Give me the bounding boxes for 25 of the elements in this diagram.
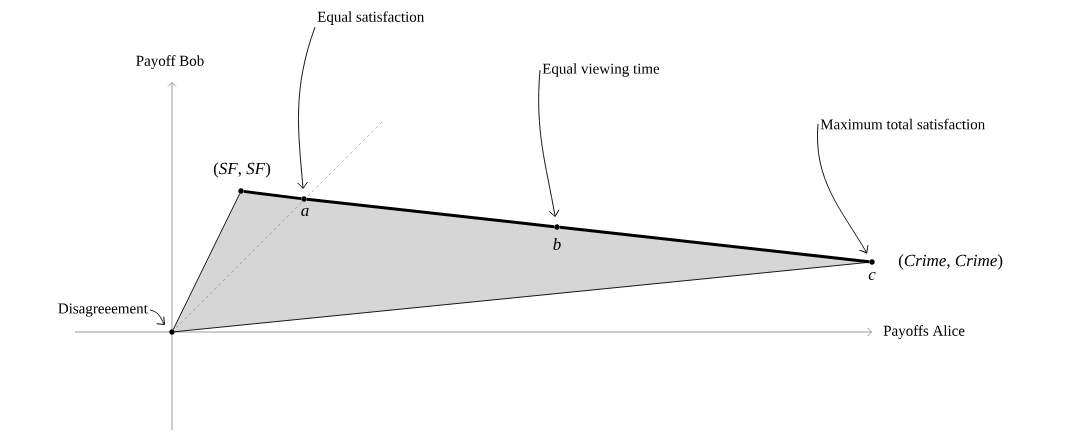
boundary-line — [306, 197, 555, 229]
point-label: (Crime, Crime) — [898, 254, 1003, 270]
point-marker — [554, 224, 560, 230]
leader-arrow — [817, 123, 869, 254]
leader-arrow — [538, 69, 560, 217]
annotation-text: Equal satisfaction — [317, 11, 425, 25]
leader-arrow — [149, 309, 165, 325]
point-marker — [169, 329, 175, 335]
point-label: c — [868, 271, 876, 281]
axis-label: Payoffs Alice — [883, 325, 965, 339]
point-label: a — [301, 207, 309, 217]
leader-arrow — [297, 26, 316, 189]
boundary-line — [559, 225, 870, 264]
axis-label: Payoff Bob — [136, 55, 204, 69]
point-label: b — [553, 238, 561, 250]
boundary-line — [172, 193, 241, 330]
point-marker — [301, 196, 307, 202]
boundary-line — [243, 189, 302, 201]
boundary-line — [174, 261, 870, 333]
point-label: (SF, SF) — [213, 162, 271, 178]
point-marker — [238, 188, 244, 194]
point-marker — [869, 259, 875, 265]
annotation-text: Disagreeement — [58, 303, 148, 317]
annotation-text: Maximum total satisfaction — [820, 118, 985, 130]
annotation-text: Equal viewing time — [542, 63, 660, 77]
